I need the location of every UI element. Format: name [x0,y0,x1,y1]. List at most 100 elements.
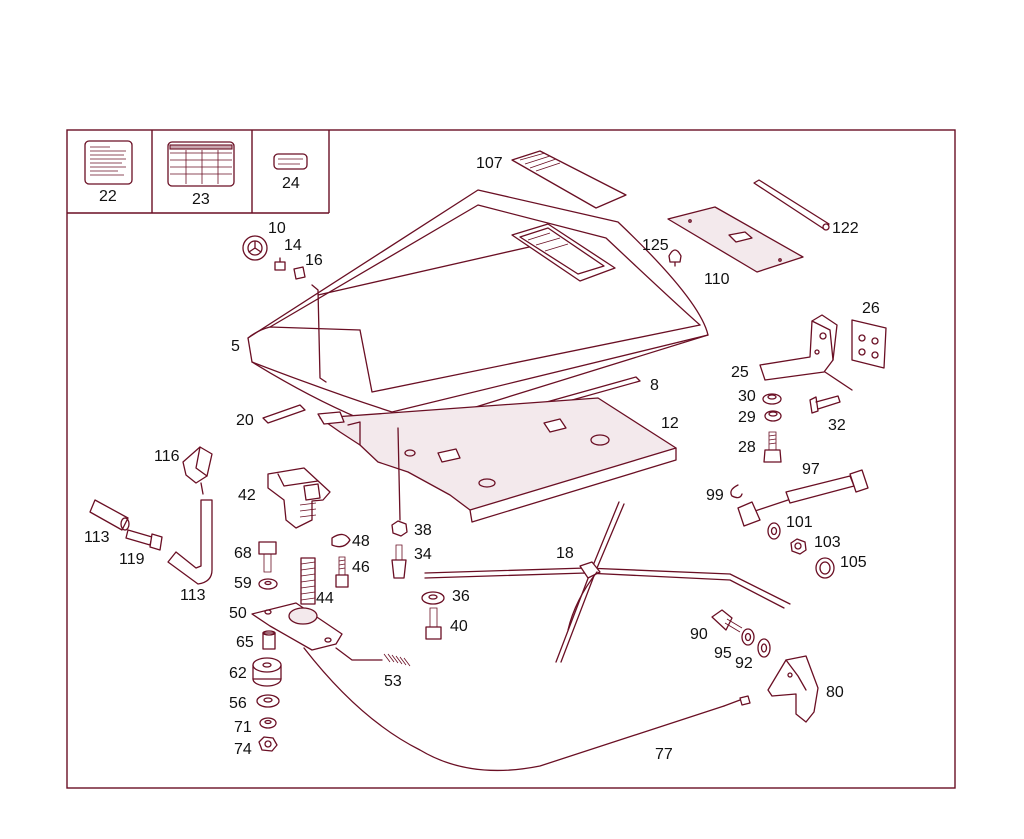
label-48: 48 [352,533,370,550]
label-38: 38 [414,522,432,539]
support-rods-18 [424,501,791,663]
label-113b: 113 [180,587,206,604]
spacer-71 [259,717,277,729]
label-46: 46 [352,559,370,576]
washer-101 [767,522,781,540]
insulation-panel-12 [317,397,677,523]
label-50: 50 [229,605,247,622]
nut-74 [258,736,278,752]
bolt-28 [763,431,782,463]
label-71: 71 [234,719,252,736]
gas-strut-97 [737,469,869,527]
release-cable-77 [303,647,751,772]
label-99: 99 [706,487,724,504]
label-97: 97 [802,461,820,478]
label-26: 26 [862,300,880,317]
release-knob-116 [182,446,213,495]
label-90: 90 [690,626,708,643]
small-label-24 [273,153,308,170]
grommet-14 [274,257,286,271]
label-30: 30 [738,388,756,405]
fitting-119 [125,529,163,551]
nut-38 [391,427,408,537]
label-53: 53 [384,673,402,690]
washer-56 [256,694,280,708]
label-16: 16 [305,252,323,269]
label-77: 77 [655,746,673,763]
seal-strip-20 [262,404,306,424]
label-28: 28 [738,439,756,456]
label-116: 116 [154,448,180,465]
label-40: 40 [450,618,468,635]
bushing-62 [252,657,282,687]
washer-59 [258,578,278,590]
label-62: 62 [229,665,247,682]
label-105: 105 [840,554,867,571]
label-10: 10 [268,220,286,237]
washer-95 [741,628,755,646]
hinge-bracket-25 [759,314,853,391]
bolt-90 [711,609,743,633]
label-113a: 113 [84,529,110,546]
base-plate-50 [251,602,343,651]
tension-spring-53 [335,647,411,667]
label-56: 56 [229,695,247,712]
diagram-frame [66,129,956,789]
part-labels: 22 23 24 107 122 125 110 10 14 16 5 26 2… [84,155,880,763]
hinge-plate-26 [851,319,887,369]
label-20: 20 [236,412,254,429]
label-44: 44 [316,590,334,607]
cap-105 [815,557,835,579]
washer-30 [762,393,782,405]
label-18: 18 [556,545,574,562]
bolt-68 [258,541,277,573]
support-rod-122 [753,179,830,231]
spring-44 [300,557,316,605]
label-23: 23 [192,191,210,208]
label-65: 65 [236,634,254,651]
air-intake-grille-107 [511,150,627,209]
label-107: 107 [476,155,503,172]
label-80: 80 [826,684,844,701]
label-32: 32 [828,417,846,434]
label-25: 25 [731,364,749,381]
warning-label-22 [84,140,133,185]
screw-32 [809,395,841,414]
info-label-23 [167,141,235,187]
washer-36 [421,591,445,605]
clip-48 [331,533,351,548]
spring-washer-29 [764,410,782,422]
emblem-10 [242,235,268,261]
bolt-40 [425,607,442,640]
label-34: 34 [414,546,432,563]
engine-hood-5 [247,189,709,433]
buffer-34 [391,544,407,579]
label-29: 29 [738,409,756,426]
label-36: 36 [452,588,470,605]
nut-103 [790,538,807,555]
label-14: 14 [284,237,302,254]
label-92: 92 [735,655,753,672]
label-103: 103 [814,534,841,551]
hood-lock-42 [267,467,331,529]
label-68: 68 [234,545,252,562]
label-95: 95 [714,645,732,662]
label-12: 12 [661,415,679,432]
nut-16 [293,266,327,383]
washer-92 [757,638,771,658]
clip-125 [668,249,682,267]
label-59: 59 [234,575,252,592]
label-101: 101 [786,514,813,531]
sleeve-65 [262,630,276,650]
label-110: 110 [704,271,730,288]
release-lever-80 [767,655,819,723]
bolt-46 [335,556,349,588]
label-5: 5 [231,338,240,355]
label-24: 24 [282,175,300,192]
label-119: 119 [119,551,145,568]
clip-99 [730,484,743,499]
label-22: 22 [99,188,117,205]
label-125: 125 [642,237,669,254]
label-122: 122 [832,220,859,237]
